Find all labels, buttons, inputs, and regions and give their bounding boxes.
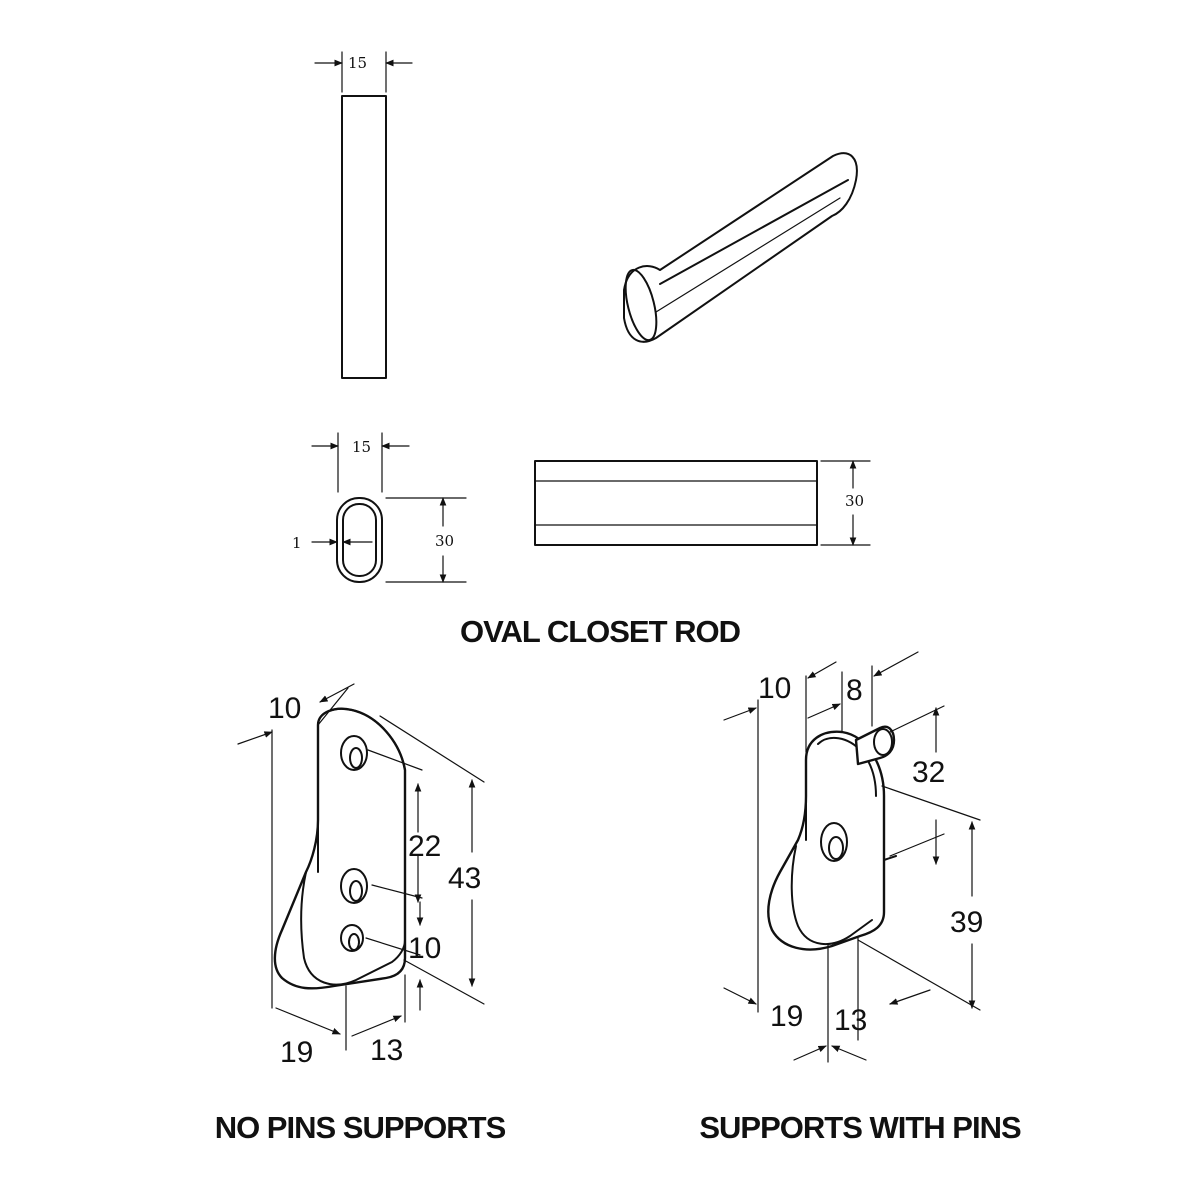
with-pins-height-label: 39	[950, 906, 983, 939]
no-pins-hole-spacing-label: 22	[408, 830, 441, 863]
rod-wall-thickness-label: 1	[292, 534, 302, 552]
rod-side-view: 30	[534, 460, 871, 546]
no-pins-support-dimensions: 10 22 43 10 19 13	[237, 683, 485, 1069]
rod-front-view: 15	[314, 51, 413, 379]
no-pins-height-label: 43	[448, 862, 481, 895]
rod-section-height-label: 30	[435, 532, 454, 550]
no-pins-support-drawing	[273, 707, 407, 990]
with-pins-support-drawing	[767, 725, 897, 951]
no-pins-width-label: 13	[370, 1034, 403, 1067]
caption-supports-with-pins: SUPPORTS WITH PINS	[699, 1110, 1021, 1145]
caption-no-pins-supports: NO PINS SUPPORTS	[215, 1110, 506, 1145]
no-pins-hole-offset-label: 10	[408, 932, 441, 965]
with-pins-depth-label: 19	[770, 1000, 803, 1033]
with-pins-support-dimensions: 10 8 32 39 19 13	[723, 651, 983, 1063]
with-pins-pin-diameter-label: 8	[846, 674, 863, 707]
rod-front-width-label: 15	[348, 54, 367, 72]
caption-oval-closet-rod: OVAL CLOSET ROD	[460, 614, 741, 649]
rod-section-width-label: 15	[352, 438, 371, 456]
rod-isometric-view	[623, 152, 858, 343]
no-pins-thickness-label: 10	[268, 692, 301, 725]
with-pins-width-label: 13	[834, 1004, 867, 1037]
with-pins-thickness-label: 10	[758, 672, 791, 705]
no-pins-depth-label: 19	[280, 1036, 313, 1069]
rod-side-height-label: 30	[845, 492, 864, 510]
rod-cross-section: 15 30 1	[292, 432, 467, 583]
with-pins-pin-height-label: 32	[912, 756, 945, 789]
